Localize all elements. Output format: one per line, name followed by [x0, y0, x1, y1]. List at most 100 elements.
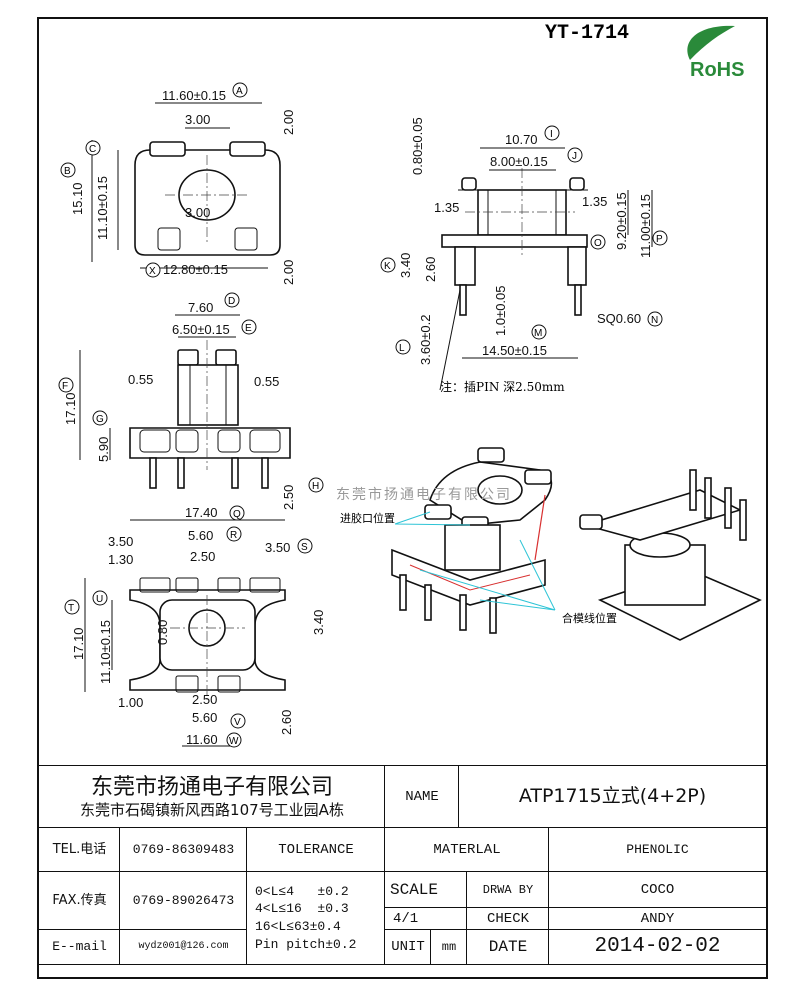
top-view: 11.60±0.15 A 3.00 2.00 B 15.10 C 11.10±0…: [60, 82, 296, 285]
tolerance-row: Pin pitch±0.2: [255, 936, 357, 952]
tolerance-row: 16<L≤63±0.4: [255, 919, 341, 934]
dimension-label: P: [656, 234, 663, 245]
dimension-label: 2.50: [190, 549, 215, 564]
dimension-label: 12.80±0.15: [163, 262, 228, 277]
dimension-label: H: [312, 481, 319, 492]
dimension-label: 2.60: [423, 257, 438, 282]
dimension-label: 2.50: [192, 692, 217, 707]
material-value: PHENOLIC: [548, 827, 767, 873]
outline-shape: [699, 31, 746, 59]
outline-shape: [579, 514, 603, 530]
outline-shape: [129, 427, 291, 459]
front-view: 0.80±0.05 10.70 I 8.00±0.15 J 1.35 1.35 …: [380, 117, 668, 394]
outline-shape: [477, 475, 523, 505]
outline-shape: [217, 675, 241, 693]
unit-label: UNIT: [384, 929, 432, 965]
tolerance-table: 0<L≤4 ±0.2 4<L≤16 ±0.3 16<L≤63±0.4 Pin p…: [246, 871, 386, 965]
dimension-label: A: [236, 86, 243, 97]
name-label: NAME: [384, 765, 460, 829]
outline-shape: [459, 594, 467, 631]
scale-value: 4/1: [384, 907, 468, 931]
outline-shape: [231, 457, 239, 489]
dimension-label: 0.80: [155, 620, 170, 645]
callout-circle: [241, 319, 257, 335]
outline-shape: [217, 577, 241, 593]
dimension-label: 17.10: [71, 627, 86, 660]
company-name: 东莞市扬通电子有限公司: [90, 774, 333, 800]
outline-shape: [215, 349, 237, 366]
outline-shape: [394, 511, 471, 526]
outline-shape: [139, 429, 171, 453]
callout-circle: [531, 324, 547, 340]
outline-shape: [569, 177, 585, 191]
dimension-label: S: [301, 542, 308, 553]
dimension-label: 2.00: [281, 110, 296, 135]
dimension-label: 6.50±0.15: [172, 322, 230, 337]
callout-circle: [226, 526, 242, 542]
dimension-label: R: [230, 530, 237, 541]
callout-circle: [64, 599, 80, 615]
outline-shape: [689, 469, 697, 511]
callout-circle: [85, 140, 101, 156]
dimension-label: 10.70: [505, 132, 538, 147]
outline-shape: [229, 141, 266, 157]
dimension-label: 14.50±0.15: [482, 343, 547, 358]
company-info: 东莞市扬通电子有限公司 东莞市石碣镇新风西路107号工业园A栋: [38, 765, 386, 829]
dimension-label: 1.35: [434, 200, 459, 215]
dimension-label: 11.60±0.15: [162, 88, 226, 103]
callout-circle: [58, 377, 74, 393]
dimension-label: V: [234, 717, 241, 728]
outline-shape: [175, 429, 199, 453]
callout-circle: [229, 505, 245, 521]
outline-shape: [157, 227, 181, 251]
dimension-label: O: [594, 238, 602, 249]
outline-shape: [424, 504, 452, 520]
tel-value: 0769-86309483: [119, 827, 248, 873]
dimension-label: 15.10: [70, 182, 85, 215]
callout-circle: [145, 262, 161, 278]
dimension-label: J: [572, 151, 577, 162]
dimension-label: 注：插PIN 深2.50mm: [440, 379, 565, 394]
dimension-label: 2.00: [281, 260, 296, 285]
callout-circle: [652, 230, 668, 246]
outline-shape: [391, 548, 546, 606]
callout-circle: [232, 82, 248, 98]
dimension-label: 3.60±0.2: [418, 314, 433, 365]
company-address: 东莞市石碣镇新风西路107号工业园A栋: [80, 800, 344, 819]
dimension-label: 5.60: [192, 710, 217, 725]
callout-circle: [230, 713, 246, 729]
dimension-label: 0.55: [128, 372, 153, 387]
rohs-logo: RoHS: [687, 25, 746, 81]
outline-shape: [249, 429, 281, 453]
dimension-label: 1.35: [582, 194, 607, 209]
unit-value: mm: [430, 929, 468, 965]
outline-shape: [177, 349, 199, 366]
dimension-label: G: [96, 414, 104, 425]
fax-value: 0769-89026473: [119, 871, 248, 931]
outline-shape: [175, 675, 199, 693]
dimension-label: F: [62, 381, 68, 392]
dimension-label: 11.60: [186, 732, 218, 747]
dimension-label: 3.40: [398, 253, 413, 278]
callout-circle: [92, 590, 108, 606]
outline-shape: [461, 177, 477, 191]
dimension-label: 8.00±0.15: [490, 154, 548, 169]
drawn-by-value: COCO: [548, 871, 767, 909]
outline-shape: [454, 246, 476, 286]
callout-circle: [567, 147, 583, 163]
dimension-label: 11.10±0.15: [95, 176, 110, 240]
dimension-label: 3.50: [265, 540, 290, 555]
callout-circle: [297, 538, 313, 554]
outline-shape: [582, 489, 743, 541]
sheet-border: [37, 17, 768, 979]
callout-circle: [308, 477, 324, 493]
dimension-label: 东莞市扬通电子有限公司: [336, 486, 512, 503]
callout-circle: [92, 410, 108, 426]
outline-shape: [175, 577, 199, 593]
part-name: ATP1715立式(4+2P): [458, 765, 767, 829]
callout-circle: [395, 339, 411, 355]
date-label: DATE: [466, 929, 550, 965]
dimension-label: 5.90: [96, 437, 111, 462]
